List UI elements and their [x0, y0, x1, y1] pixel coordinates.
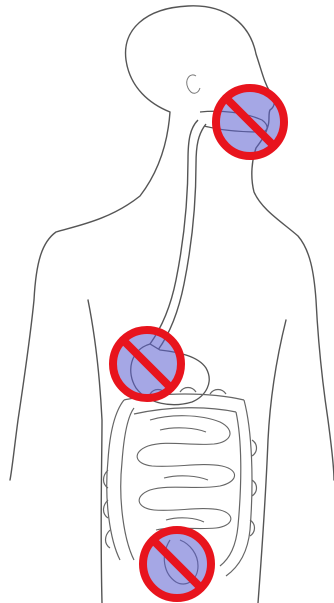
esophagus — [150, 120, 198, 344]
prohibition-sign-icon — [143, 530, 211, 598]
body-outline — [10, 6, 334, 603]
prohibition-sign-icon — [113, 330, 181, 398]
small-intestine — [137, 416, 234, 530]
ear-outline — [187, 75, 200, 93]
prohibition-sign-icon — [216, 88, 284, 156]
